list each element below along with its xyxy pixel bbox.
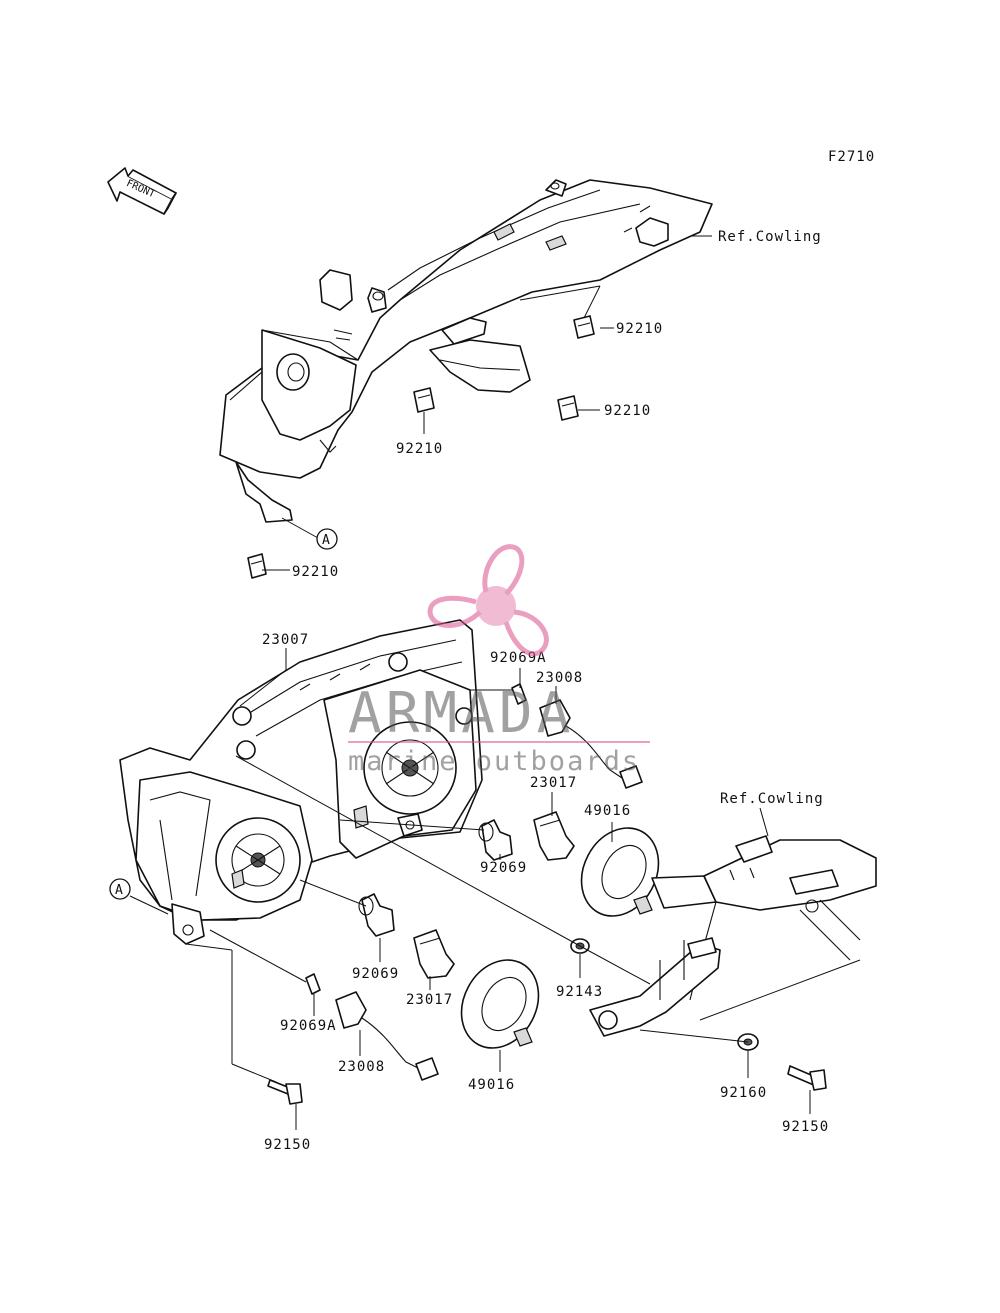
front-arrow-icon: FRONT bbox=[107, 167, 177, 215]
bulb-92069-bottom bbox=[358, 893, 395, 937]
watermark-brand: ARMADA bbox=[348, 681, 574, 746]
bolt-92150-right bbox=[787, 1065, 827, 1091]
label-ref-cowling-right: Ref.Cowling bbox=[720, 791, 824, 807]
label-92150-left: 92150 bbox=[264, 1137, 311, 1153]
clip-92210-d bbox=[247, 553, 267, 579]
label-92069-bottom: 92069 bbox=[352, 966, 399, 982]
diagram-id: F2710 bbox=[828, 149, 875, 165]
label-92160: 92160 bbox=[720, 1085, 767, 1101]
socket-23017-top bbox=[533, 811, 575, 861]
callout-a-lower-label: A bbox=[115, 883, 123, 898]
headlight-assembly-illustration bbox=[119, 619, 483, 945]
leader-lines-upper bbox=[262, 235, 712, 571]
socket-23017-bottom bbox=[413, 929, 455, 979]
label-23007: 23007 bbox=[262, 632, 309, 648]
label-92210-d: 92210 bbox=[292, 564, 339, 580]
leader-lines-lower bbox=[129, 648, 861, 1130]
label-92069A-bottom: 92069A bbox=[280, 1018, 337, 1034]
label-23017-top: 23017 bbox=[530, 775, 577, 791]
boot-49016-top bbox=[580, 827, 660, 917]
clip-92210-b bbox=[413, 387, 435, 413]
bolt-92150-left bbox=[267, 1079, 303, 1105]
label-23008-bottom: 23008 bbox=[338, 1059, 385, 1075]
bulb-92069A-top bbox=[511, 683, 527, 705]
watermark-tagline: marine outboards bbox=[348, 746, 640, 777]
propeller-icon bbox=[427, 544, 549, 657]
label-92210-b: 92210 bbox=[396, 441, 443, 457]
label-92210-c: 92210 bbox=[604, 403, 651, 419]
label-23008-top: 23008 bbox=[536, 670, 583, 686]
label-92143: 92143 bbox=[556, 984, 603, 1000]
callout-a-lower: A bbox=[109, 878, 131, 900]
label-49016-bottom: 49016 bbox=[468, 1077, 515, 1093]
label-92210-a: 92210 bbox=[616, 321, 663, 337]
callout-a-upper: A bbox=[316, 528, 338, 550]
clip-92210-c bbox=[557, 395, 579, 421]
label-23017-bottom: 23017 bbox=[406, 992, 453, 1008]
label-92069-top: 92069 bbox=[480, 860, 527, 876]
socket-23008-top bbox=[539, 699, 643, 789]
label-92150-right: 92150 bbox=[782, 1119, 829, 1135]
bulb-92069A-bottom bbox=[305, 973, 321, 995]
bracket-stay-illustration bbox=[589, 835, 877, 1037]
watermark-logo: ARMADA marine outboards bbox=[348, 544, 650, 777]
clip-92210-a bbox=[573, 315, 595, 339]
label-ref-cowling-top: Ref.Cowling bbox=[718, 229, 822, 245]
bulb-92069-top bbox=[478, 819, 513, 861]
boot-49016-bottom bbox=[460, 959, 540, 1049]
inner-cowling-illustration bbox=[219, 179, 713, 523]
callout-a-upper-label: A bbox=[322, 533, 330, 548]
socket-23008-bottom bbox=[335, 991, 439, 1081]
label-49016-top: 49016 bbox=[584, 803, 631, 819]
